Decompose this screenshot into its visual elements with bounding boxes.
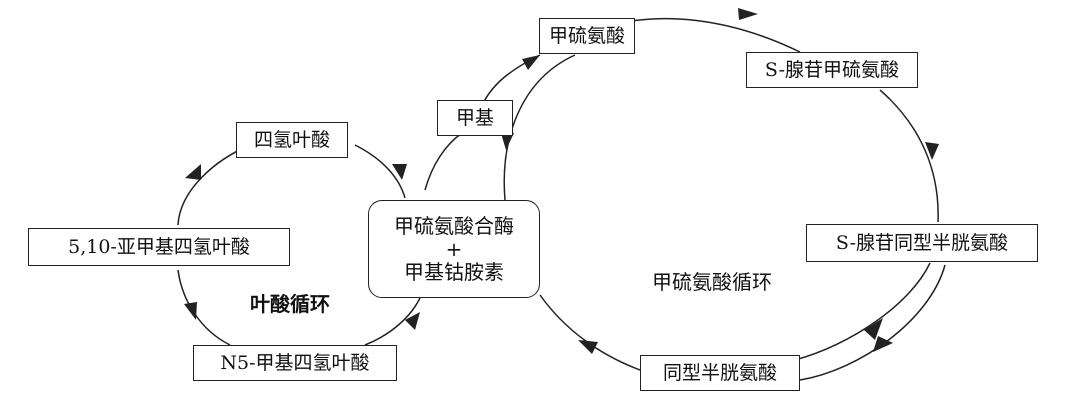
arrow-enzyme-to-methyl [424, 132, 463, 191]
node-methylene-thf: 5,10-亚甲基四氢叶酸 [28, 228, 290, 266]
arrow-sah-to-homocysteine-a [794, 262, 931, 361]
node-sah-label: S-腺苷同型半胱氨酸 [835, 231, 1009, 254]
node-methyl: 甲基 [437, 100, 513, 136]
arrow-sah-to-homocysteine-b [799, 264, 946, 381]
arrowhead-methyl-to-methionine [522, 55, 540, 70]
arrowhead-methylene-to-n5 [184, 302, 197, 320]
label-methionine-cycle: 甲硫氨酸循环 [652, 270, 772, 294]
arrow-sam-to-sah [879, 89, 939, 223]
node-enzyme-line2: 甲基钴胺素 [404, 260, 504, 284]
node-sam-label: S-腺苷甲硫氨酸 [764, 58, 900, 81]
node-homocysteine-label: 同型半胱氨酸 [662, 361, 777, 384]
arrowhead-enzyme-to-thf [392, 164, 407, 180]
node-enzyme-plus: + [445, 237, 463, 261]
node-enzyme-line1: 甲硫氨酸合酶 [394, 214, 514, 238]
arrow-homocysteine-to-enzyme [539, 294, 641, 371]
node-homocysteine: 同型半胱氨酸 [640, 355, 800, 391]
node-n5-methyl-thf: N5-甲基四氢叶酸 [193, 345, 397, 381]
arrow-enzyme-to-thf [354, 144, 406, 199]
node-sam: S-腺苷甲硫氨酸 [746, 52, 918, 88]
arrow-enzyme-to-methionine [503, 54, 576, 201]
node-methyl-label: 甲基 [455, 106, 494, 129]
arrow-methylene-to-n5 [177, 269, 231, 346]
arrowhead-homocysteine-to-enzyme [578, 340, 598, 354]
node-methionine-label: 甲硫氨酸 [548, 24, 625, 47]
arrowhead-methionine-to-sam [738, 8, 758, 20]
arrowhead-sam-to-sah [925, 142, 939, 160]
label-folate-cycle: 叶酸循环 [250, 292, 330, 316]
node-methylene-thf-label: 5,10-亚甲基四氢叶酸 [68, 235, 250, 258]
node-thf: 四氢叶酸 [236, 122, 348, 158]
arrowhead-thf-to-methylene [185, 164, 201, 180]
node-thf-label: 四氢叶酸 [253, 128, 330, 151]
node-enzyme: 甲硫氨酸合酶 + 甲基钴胺素 [368, 200, 540, 298]
node-methionine: 甲硫氨酸 [539, 18, 635, 54]
arrowhead-sah-to-homocysteine-a [864, 318, 883, 340]
node-sah: S-腺苷同型半胱氨酸 [806, 224, 1038, 262]
arrowhead-sah-to-homocysteine-b [873, 336, 893, 352]
arrowhead-n5-to-enzyme [405, 312, 420, 330]
arrow-n5-to-enzyme [364, 297, 421, 346]
node-n5-methyl-thf-label: N5-甲基四氢叶酸 [220, 351, 370, 374]
